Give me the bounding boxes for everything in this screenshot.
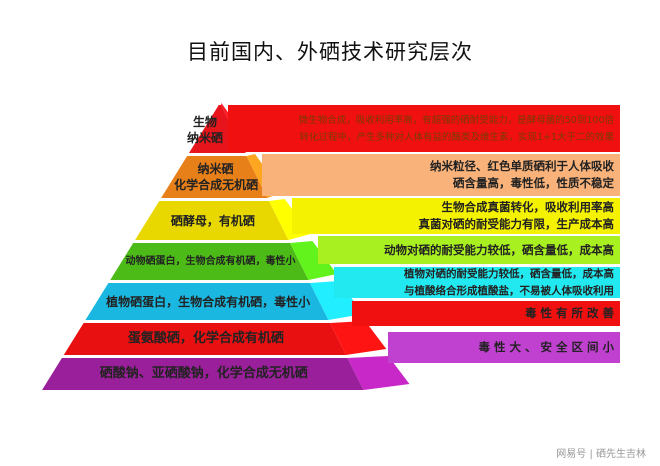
pyramid-layer-front [161, 156, 268, 198]
pyramid-layer-label: 动物硒蛋白，生物合成有机硒，毒性小 [125, 255, 296, 267]
description-panel: 毒 性 有 所 改 善 [352, 301, 620, 326]
description-panel: 植物对硒的耐受能力较低，硒含量低，成本高与植酸络合形成植酸盐，不易被人体吸收利用 [334, 267, 620, 298]
pyramid-layer-side [310, 281, 364, 320]
pyramid-layer-label: 纳米硒 化学合成无机硒 [174, 162, 259, 192]
description-line: 植物对硒的耐受能力较低，硒含量低，成本高 [404, 267, 614, 280]
description-line: 纳米粒径、红色单质硒利于人体吸收 [430, 159, 614, 173]
description-line: 硒含量高，毒性低，性质不稳定 [453, 176, 614, 190]
description-line: 微生物合成，吸收利用率高，有超强的硒耐受能力，是酵母菌的50到100倍 [298, 114, 614, 126]
pyramid-layer-side [290, 241, 337, 280]
description-panel: 微生物合成，吸收利用率高，有超强的硒耐受能力，是酵母菌的50到100倍转化过程中… [228, 105, 620, 152]
pyramid-layer-front [135, 201, 289, 240]
pyramid-layer-label: 硒酵母，有机硒 [170, 213, 255, 228]
watermark: 网易号 | 硒先生吉林 [556, 449, 646, 460]
description-panel: 动物对硒的耐受能力较低，硒含量低，成本高 [318, 236, 620, 264]
description-panel: 毒 性 大 、 安 全 区 间 小 [388, 332, 620, 363]
pyramid-layer-label: 硒酸钠、亚硒酸钠，化学合成无机硒 [99, 366, 308, 381]
description-line: 真菌对硒的耐受能力有限，生产成本高 [418, 217, 615, 231]
description-line: 毒 性 有 所 改 善 [524, 306, 614, 320]
pyramid-layer-label: 蛋氨酸硒，化学合成有机硒 [127, 331, 284, 346]
pyramid-layer-side [347, 356, 410, 390]
description-line: 转化过程中，产生多种对人体有益的酶类及维生素，实现1+1大于二的效果 [299, 131, 614, 143]
pyramid-layer-label: 生物 纳米硒 [186, 115, 223, 145]
description-panel: 纳米粒径、红色单质硒利于人体吸收硒含量高，毒性低，性质不稳定 [262, 154, 620, 196]
pyramid-layer-label: 植物硒蛋白，生物合成有机硒，毒性小 [106, 294, 311, 309]
diagram-title: 目前国内、外硒技术研究层次 [187, 40, 473, 64]
description-line: 生物合成真菌转化，吸收利用率高 [441, 200, 615, 214]
pyramid-layer-front [63, 323, 346, 355]
description-line: 与植酸络合形成植酸盐，不易被人体吸收利用 [404, 284, 614, 297]
pyramid-layer-front [42, 358, 364, 390]
pyramid-layer-side [330, 321, 387, 355]
description-panel: 生物合成真菌转化，吸收利用率高真菌对硒的耐受能力有限，生产成本高 [292, 198, 620, 234]
pyramid-layer-front [110, 243, 309, 280]
description-line: 动物对硒的耐受能力较低，硒含量低，成本高 [384, 242, 614, 257]
pyramid-layer-front [85, 283, 329, 320]
description-line: 毒 性 大 、 安 全 区 间 小 [478, 340, 614, 354]
